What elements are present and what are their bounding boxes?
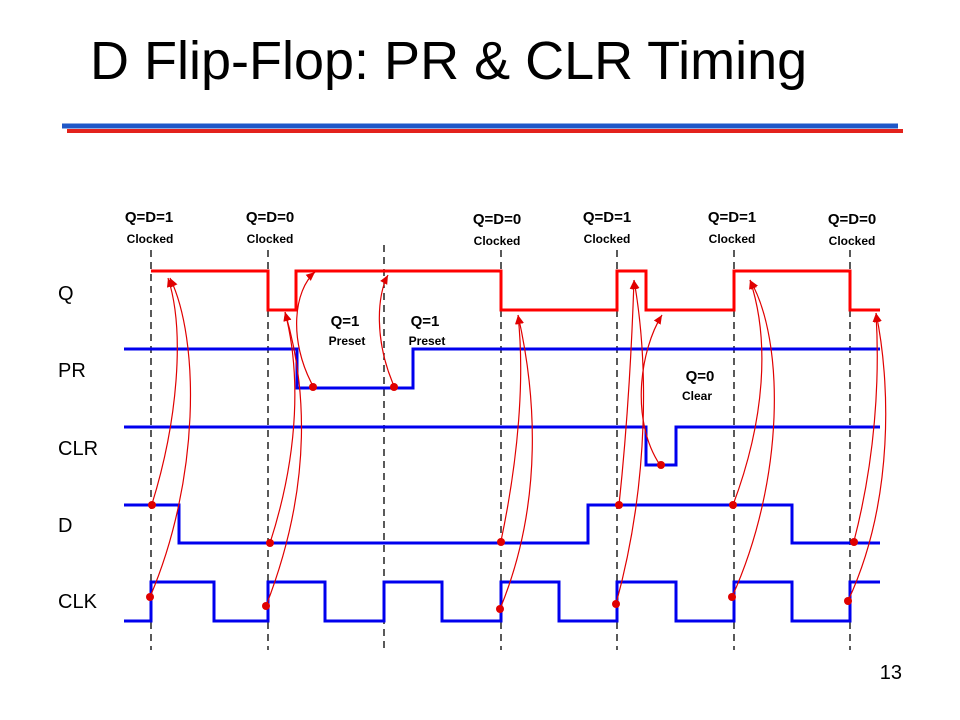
dot-clk-5 bbox=[728, 593, 736, 601]
clr-waveform bbox=[124, 425, 880, 467]
q-waveform bbox=[151, 269, 880, 312]
annotation-c4-main: Q=D=1 bbox=[583, 209, 631, 226]
dot-clr bbox=[657, 461, 665, 469]
annotation-p2-main: Q=1 bbox=[411, 313, 440, 330]
arrow-clr-to-q bbox=[640, 314, 663, 466]
annotation-c1-sub: Clocked bbox=[127, 232, 174, 246]
dot-d-2 bbox=[266, 539, 274, 547]
origin-dots bbox=[146, 383, 858, 613]
arrow-pr-to-q-1 bbox=[296, 271, 316, 387]
annotation-c6-sub: Clocked bbox=[829, 234, 876, 248]
dot-clk-2 bbox=[262, 602, 270, 610]
signal-label-pr: PR bbox=[58, 360, 86, 382]
clk-waveform bbox=[124, 580, 880, 623]
arrow-clk-to-q-4 bbox=[615, 279, 645, 605]
d-waveform bbox=[124, 503, 880, 545]
arrow-d-to-q-4 bbox=[618, 279, 638, 506]
title-underline bbox=[62, 123, 903, 133]
signal-label-d: D bbox=[58, 515, 72, 537]
dot-clk-6 bbox=[844, 597, 852, 605]
arrow-clk-to-q-2 bbox=[265, 311, 303, 607]
pr-waveform bbox=[124, 347, 880, 390]
annotation-c5-main: Q=D=1 bbox=[708, 209, 756, 226]
annotation-c3-main: Q=D=0 bbox=[473, 211, 521, 228]
arrow-clk-to-q-6 bbox=[847, 312, 887, 602]
signal-label-q: Q bbox=[58, 283, 74, 305]
annotation-c2-main: Q=D=0 bbox=[246, 209, 294, 226]
arrow-d-to-q-2 bbox=[269, 311, 296, 544]
dot-clk-4 bbox=[612, 600, 620, 608]
arrow-d-to-q-6 bbox=[853, 312, 881, 542]
page-number: 13 bbox=[879, 662, 902, 684]
dot-d-5 bbox=[729, 501, 737, 509]
annotation-c4-sub: Clocked bbox=[584, 232, 631, 246]
dot-d-4 bbox=[615, 501, 623, 509]
annotation-p2-sub: Preset bbox=[409, 334, 446, 348]
annotation-c2-sub: Clocked bbox=[247, 232, 294, 246]
annotation-p1-sub: Preset bbox=[329, 334, 366, 348]
annotation-c5-sub: Clocked bbox=[709, 232, 756, 246]
arrow-pr-to-q-2 bbox=[378, 274, 395, 387]
dot-d-6 bbox=[850, 538, 858, 546]
dot-pr-2 bbox=[390, 383, 398, 391]
dot-pr-1 bbox=[309, 383, 317, 391]
arrow-d-to-q-1 bbox=[151, 277, 178, 505]
annotation-c1-main: Q=D=1 bbox=[125, 209, 173, 226]
dot-clk-3 bbox=[496, 605, 504, 613]
dot-clk-1 bbox=[146, 593, 154, 601]
arrow-clk-to-q-3 bbox=[499, 314, 533, 610]
signal-label-clr: CLR bbox=[58, 438, 98, 460]
annotation-c6-main: Q=D=0 bbox=[828, 211, 876, 228]
dot-d-3 bbox=[497, 538, 505, 546]
signal-label-clk: CLK bbox=[58, 591, 98, 613]
slide-title: D Flip-Flop: PR & CLR Timing bbox=[90, 31, 808, 91]
annotation-cl1-sub: Clear bbox=[682, 389, 712, 403]
arrow-clk-to-q-5 bbox=[731, 279, 775, 598]
arrow-d-to-q-5 bbox=[732, 279, 763, 506]
annotation-c3-sub: Clocked bbox=[474, 234, 521, 248]
arrow-clk-to-q-1 bbox=[149, 277, 192, 598]
causal-arrows bbox=[149, 271, 887, 610]
annotation-cl1-main: Q=0 bbox=[686, 368, 715, 385]
annotation-p1-main: Q=1 bbox=[331, 313, 360, 330]
arrow-d-to-q-3 bbox=[500, 314, 523, 542]
dot-d-1 bbox=[148, 501, 156, 509]
